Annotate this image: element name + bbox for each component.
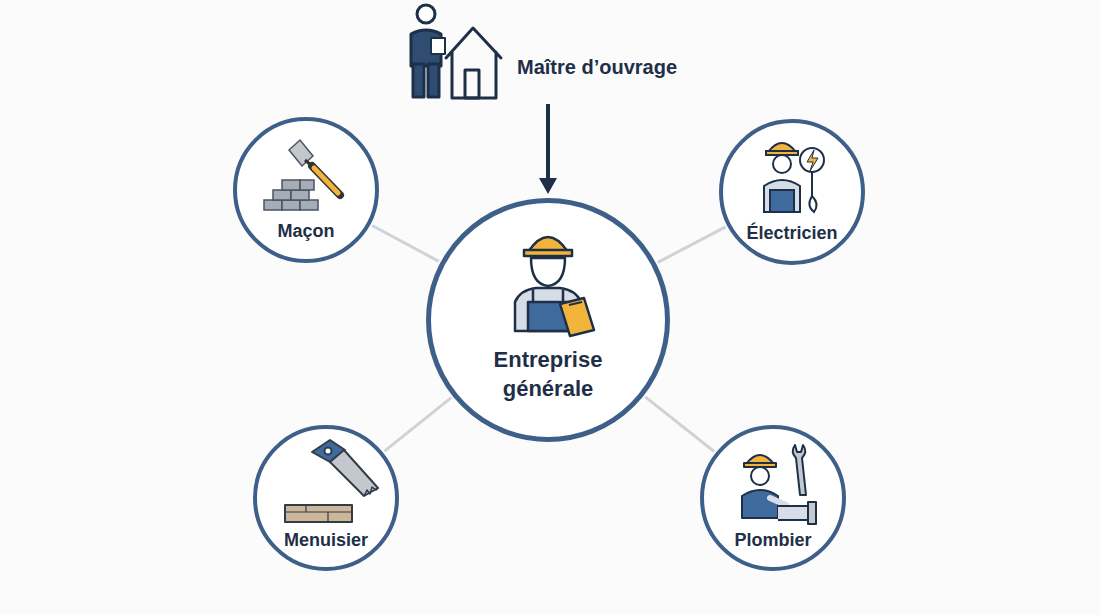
node-label: Maçon [277, 220, 334, 243]
carpenter-icon [285, 440, 378, 522]
circle-fill [428, 200, 668, 440]
link-line [372, 225, 439, 261]
node-label: Maître d’ouvrage [517, 54, 677, 80]
trade-circle: Plombier [700, 425, 846, 571]
plumber-icon [742, 445, 816, 524]
foreman-icon [515, 237, 594, 336]
main-contractor-circle: Entreprise générale [426, 198, 670, 442]
link-line [658, 227, 726, 263]
node-label: Entreprise générale [463, 346, 633, 403]
circle-fill [721, 121, 863, 263]
trade-circle: Menuisier [253, 425, 399, 571]
trade-circle: Électricien [719, 119, 865, 265]
client-icon [411, 5, 501, 98]
circle-fill [702, 427, 844, 569]
electrician-icon [764, 143, 824, 212]
arrow-head [539, 178, 557, 194]
link-line [385, 398, 452, 452]
node-label: Électricien [746, 222, 837, 245]
mason-icon [264, 140, 340, 210]
node-label: Menuisier [284, 529, 368, 552]
flow-arrow [546, 104, 550, 180]
circle-fill [255, 427, 397, 569]
client-node: Maître d’ouvrage [405, 4, 715, 102]
link-line [645, 397, 714, 452]
node-label: Plombier [734, 529, 811, 552]
trade-circle: Maçon [233, 117, 379, 263]
circle-fill [235, 119, 377, 261]
